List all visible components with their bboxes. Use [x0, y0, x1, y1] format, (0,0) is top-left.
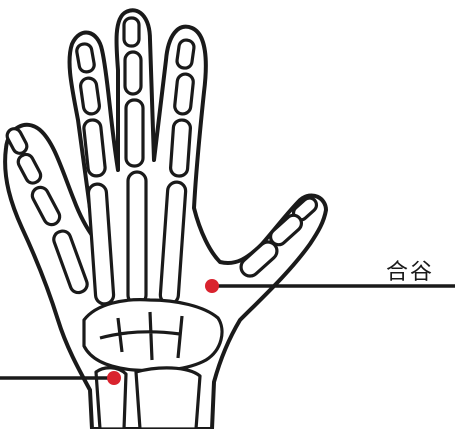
hegu-point	[205, 279, 219, 293]
ring-distal-bone	[76, 43, 96, 73]
hegu-label: 合谷	[386, 254, 434, 286]
ring-middle-bone	[80, 77, 101, 115]
index-middle-bone	[174, 73, 194, 114]
middle-metacarpal-bone	[128, 172, 146, 304]
wrist-point	[107, 371, 121, 385]
ring-proximal-bone	[83, 119, 106, 176]
middle-distal-bone	[124, 18, 139, 46]
index-proximal-bone	[170, 120, 191, 177]
radius-bone	[136, 368, 200, 429]
index-distal-bone	[176, 39, 195, 69]
middle-middle-bone	[125, 52, 141, 94]
middle-proximal-bone	[126, 100, 143, 166]
